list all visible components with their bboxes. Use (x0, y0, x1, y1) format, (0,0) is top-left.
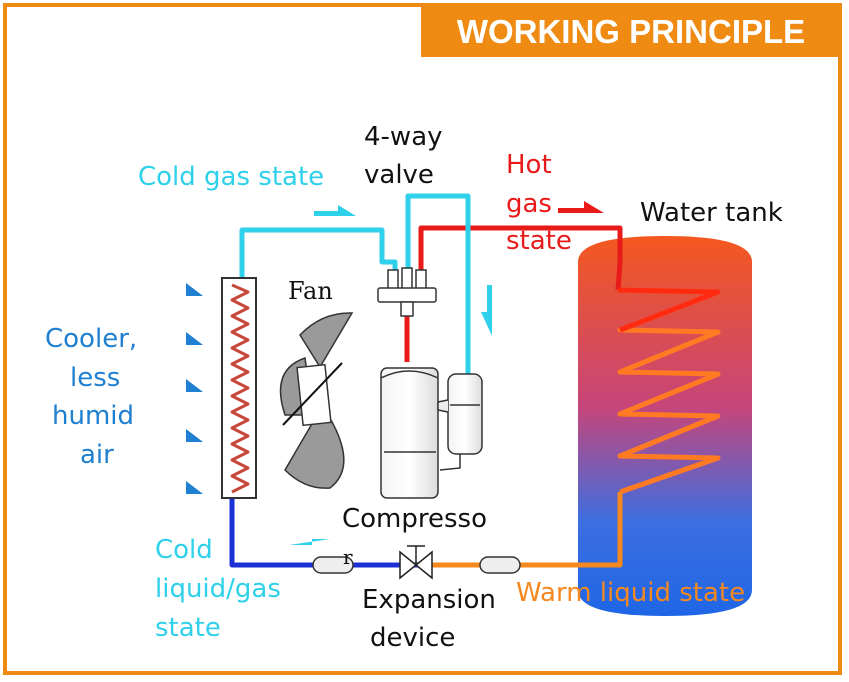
expansion-device-label-2: device (370, 623, 456, 653)
cold-gas-state-label: Cold gas state (138, 162, 325, 192)
expansion-device (399, 545, 433, 580)
four-way-valve (377, 267, 437, 317)
cooler-air-label-1: Cooler, (45, 324, 138, 354)
cooler-air-label-3: humid (52, 401, 135, 431)
compressor-label-2: r (343, 545, 353, 569)
cold-gas-flow-arrow (314, 205, 356, 216)
cold-liquid-label-1: Cold (155, 535, 213, 565)
tank-coil-top-red (617, 287, 721, 333)
air-flow-arrows (150, 283, 203, 494)
cold-gas-pipe-evaporator (239, 227, 398, 280)
hot-gas-label-2: gas (506, 189, 552, 219)
hot-gas-label-1: Hot (506, 150, 552, 180)
four-way-valve-label-1: 4-way (364, 122, 443, 152)
outer-frame (3, 3, 842, 675)
cold-liquid-label-3: state (155, 613, 221, 643)
fan-icon (279, 312, 354, 489)
evaporator-coil (221, 277, 257, 499)
liquid-line-filter-left (312, 556, 354, 574)
water-tank-label: Water tank (640, 198, 783, 228)
cold-gas-pipe-loop (405, 193, 471, 378)
liquid-line-filter-right (479, 556, 521, 574)
cooler-air-label-4: air (80, 440, 114, 470)
cold-liquid-pipe (229, 497, 425, 568)
cold-liquid-flow-arrow (289, 539, 330, 545)
expansion-device-label-1: Expansion (362, 585, 496, 615)
page-title: WORKING PRINCIPLE (421, 7, 841, 57)
hot-gas-flow-arrow (558, 201, 604, 213)
fan-label: Fan (288, 277, 333, 305)
warm-liquid-state-label: Warm liquid state (516, 578, 746, 608)
cold-liquid-label-2: liquid/gas (155, 574, 281, 604)
down-flow-arrow (481, 285, 492, 336)
four-way-valve-label-2: valve (364, 160, 434, 190)
compressor-label-1: Compresso (342, 504, 488, 534)
cooler-air-label-2: less (70, 363, 121, 393)
compressor (380, 367, 483, 499)
hot-gas-label-3: state (506, 226, 572, 256)
